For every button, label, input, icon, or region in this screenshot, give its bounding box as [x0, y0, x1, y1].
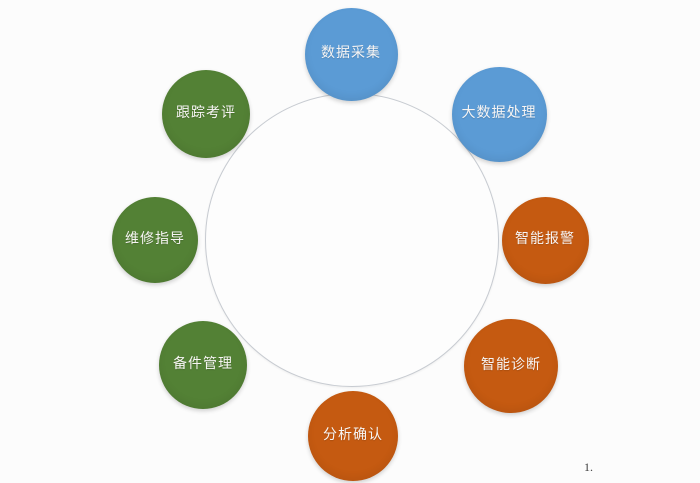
cycle-node-big-data-processing: 大数据处理 [451, 66, 547, 162]
cycle-node-label: 智能诊断 [481, 356, 541, 372]
cycle-node-spare-parts-mgmt: 备件管理 [159, 321, 247, 409]
cycle-node-smart-diagnosis: 智能诊断 [464, 319, 558, 413]
cycle-node-label: 数据采集 [321, 44, 381, 60]
cycle-node-label: 跟踪考评 [176, 104, 236, 120]
cycle-node-analysis-confirm: 分析确认 [308, 391, 398, 481]
cycle-node-label: 备件管理 [173, 355, 233, 371]
cycle-node-tracking-evaluation: 跟踪考评 [162, 70, 250, 158]
cycle-node-label: 大数据处理 [461, 104, 537, 120]
cycle-node-label: 维修指导 [125, 230, 185, 246]
center-circle [205, 93, 499, 387]
cycle-node-maintenance-guide: 维修指导 [112, 197, 198, 283]
cycle-node-smart-alarm: 智能报警 [501, 196, 589, 284]
footnote-number: 1. [584, 460, 593, 474]
cycle-node-label: 智能报警 [515, 230, 575, 246]
cycle-node-label: 分析确认 [323, 426, 383, 442]
cycle-node-data-collection: 数据采集 [304, 7, 398, 101]
